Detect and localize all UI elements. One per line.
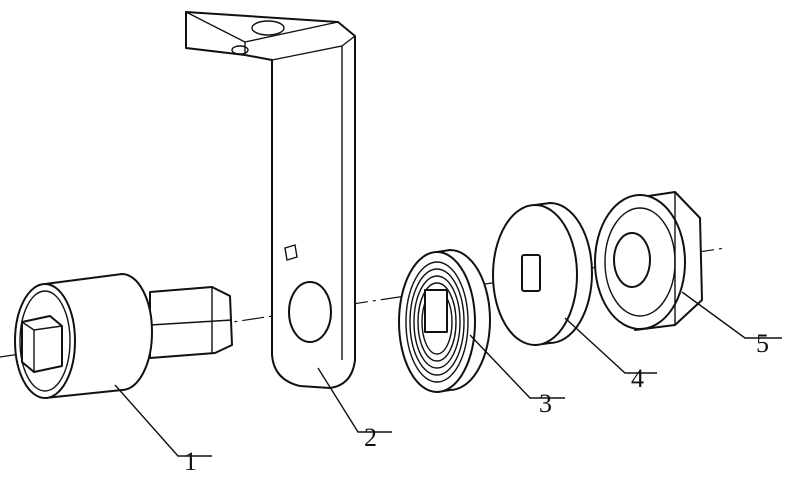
leader-line-4	[564, 317, 657, 374]
leader-line-2	[317, 367, 392, 433]
leader-line-5	[681, 291, 782, 339]
label-part-3: 3	[539, 389, 552, 418]
part-4-washer	[492, 202, 593, 346]
leader-line-3	[469, 334, 565, 399]
part-3-spring	[398, 249, 491, 393]
part-2-bracket	[185, 10, 356, 389]
label-part-5: 5	[756, 329, 769, 358]
leader-line-1	[114, 384, 212, 457]
part-1-shaft-cylinder	[14, 273, 233, 399]
label-part-2: 2	[364, 423, 377, 452]
label-part-1: 1	[184, 447, 197, 476]
part-5-nut	[594, 191, 703, 331]
label-part-4: 4	[631, 364, 644, 393]
